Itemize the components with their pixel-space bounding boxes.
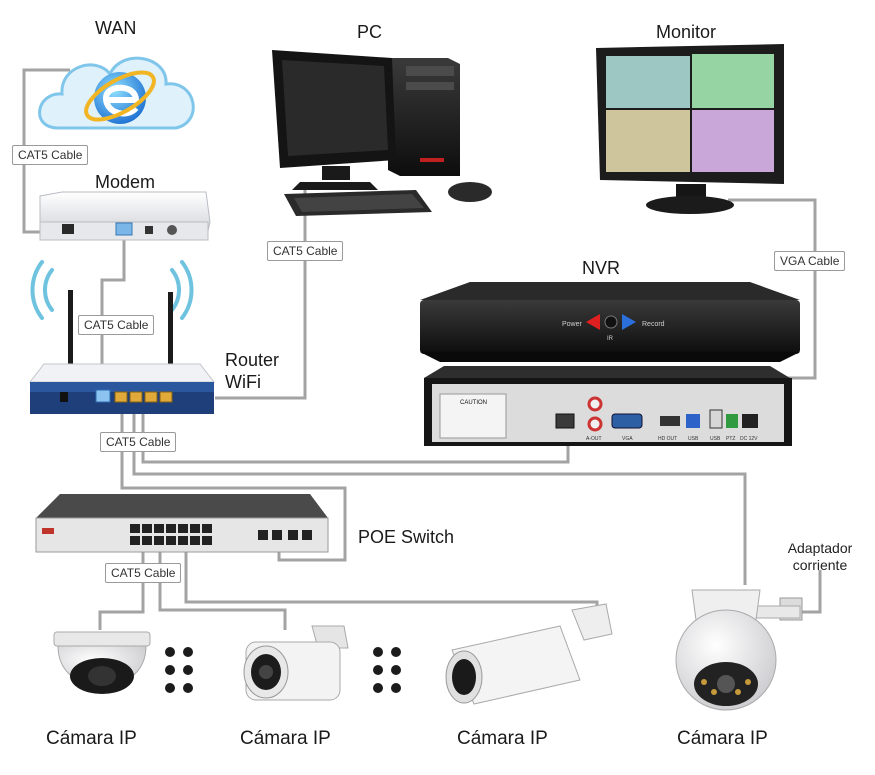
cable-tag-vga: VGA Cable [774,251,846,271]
poe-switch-icon [35,494,329,553]
nvr-ir-label: IR [607,336,614,342]
camera-label: Cámara IP [240,728,331,749]
bullet-camera-icon [243,625,349,701]
router-label-line2: WiFi [225,372,261,392]
cable-tag-router-out: CAT5 Cable [100,432,177,452]
nvr-record-label: Record [642,321,665,328]
nvr-front-icon: Power Record IR [420,282,800,362]
more-cameras-dots-icon [373,647,401,693]
wan-cloud-icon [38,56,195,130]
monitor-label: Monitor [656,22,717,42]
router-icon [28,260,216,414]
nvr-label: NVR [582,258,621,278]
cable-switch-cam3 [184,545,599,618]
cable-tag-pc: CAT5 Cable [267,241,344,261]
nvr-port-label: DC 12V [740,436,758,442]
nvr-port-label: HD OUT [658,436,677,442]
more-cameras-dots-icon [165,647,193,693]
cable-adapter [800,570,822,614]
adapter-label: Adaptador corriente [778,540,862,574]
monitor-icon [596,44,784,214]
cable-switch-cam2 [158,545,287,630]
nvr-port-label: A-OUT [586,436,602,442]
cable-tag-switch-out: CAT5 Cable [105,563,182,583]
adapter-label-line1: Adaptador [787,540,853,556]
wan-label: WAN [95,18,137,38]
poe-switch-label: POE Switch [358,527,455,547]
nvr-port-label: USB [688,436,699,442]
modem-icon [39,191,211,241]
nvr-port-label: PTZ [726,436,735,442]
camera-label: Cámara IP [46,728,137,749]
cable-modem-router [100,238,126,398]
ptz-camera-icon [675,589,803,711]
cable-tag-modem-router: CAT5 Cable [78,315,155,335]
pc-icon [272,50,492,216]
pc-label: PC [357,22,383,42]
cable-tag-wan-modem: CAT5 Cable [12,145,89,165]
modem-label: Modem [95,172,156,192]
dome-camera-icon [53,631,151,694]
nvr-port-label: USB [710,436,721,442]
nvr-power-label: Power [562,321,583,328]
camera-label: Cámara IP [677,728,768,749]
router-label-line1: Router [225,350,280,370]
cable-router-switch [120,400,347,562]
camera-label: Cámara IP [457,728,548,749]
nvr-port-label: VGA [622,436,633,442]
bullet-camera-icon [445,603,613,705]
nvr-back-icon: CAUTION A-OUT VGA HD OUT USB USB PTZ DC … [424,366,792,446]
nvr-caution-label: CAUTION [460,400,487,406]
cable-switch-cam1 [98,545,145,630]
adapter-label-line2: corriente [792,557,848,573]
